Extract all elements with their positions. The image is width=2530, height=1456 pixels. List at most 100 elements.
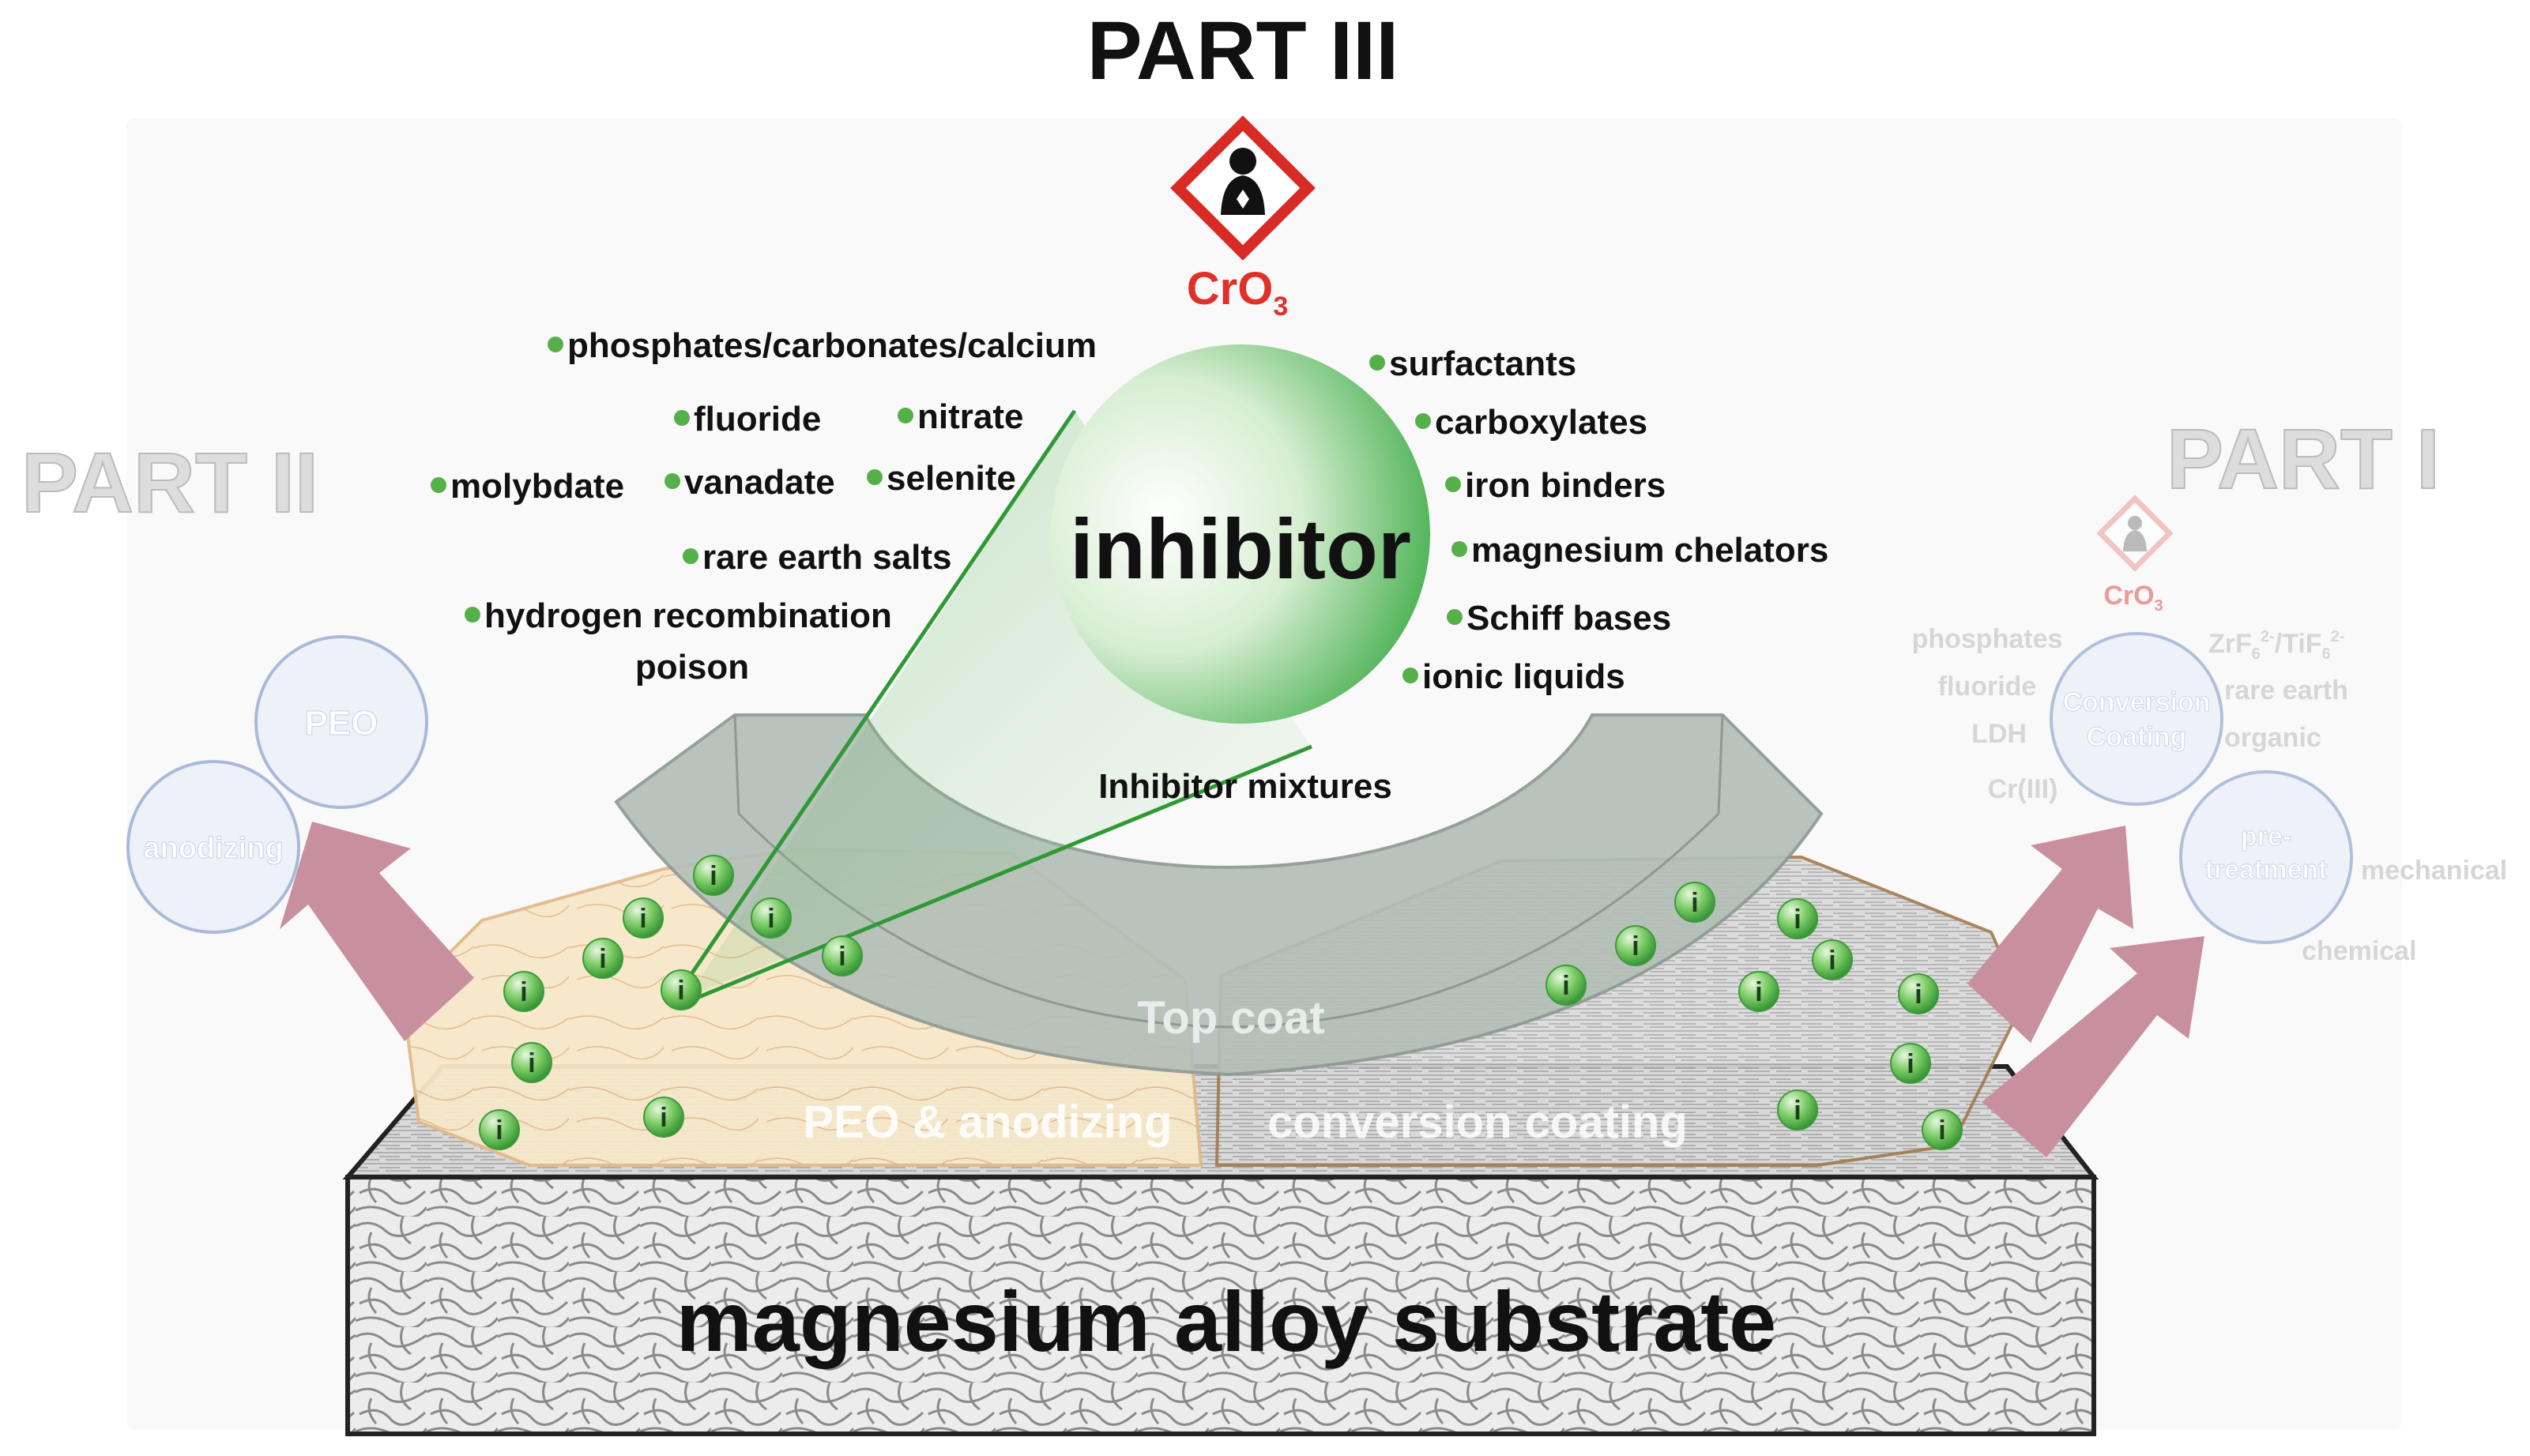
inhibitor-marker	[643, 1097, 684, 1138]
health-hazard-icon	[1170, 115, 1316, 261]
inhibitor-marker-label: i	[1691, 888, 1698, 918]
inhibitor-marker-label: i	[1938, 1116, 1945, 1146]
inhibitor-marker-label: i	[1755, 977, 1762, 1007]
inhibitor-marker	[822, 935, 863, 976]
inhibitor-sphere	[1051, 344, 1430, 724]
part-i-item-fluoride: fluoride	[1938, 672, 2037, 702]
beam-edge-lower	[683, 744, 1312, 1006]
anodizing-circle-label: anodizing	[143, 832, 283, 865]
inhibitor-marker-label: i	[528, 1048, 535, 1078]
inhibitor-marker	[582, 938, 623, 979]
inhibitor-item-carboxylates: carboxylates	[1435, 403, 1647, 442]
inhibitor-item-fluoride: fluoride	[694, 400, 821, 438]
inhibitor-item-rare-earth: rare earth salts	[702, 538, 952, 577]
bullet-dot	[674, 410, 690, 426]
part-iii-title: PART III	[1087, 5, 1399, 97]
part-i-faded-text: phosphates fluoride LDH Cr(III) ZrF62-/T…	[1912, 624, 2508, 966]
inhibitor-marker-label: i	[599, 944, 606, 974]
inhibitor-marker	[1545, 965, 1587, 1006]
part-ii-arrow	[280, 822, 474, 1041]
inhibitor-marker	[661, 969, 702, 1010]
inhibitor-marker-label: i	[1828, 946, 1835, 976]
pretreatment-circle	[2179, 770, 2353, 944]
part-i-item-ldh: LDH	[1971, 719, 2027, 749]
inhibitor-marker	[623, 897, 664, 939]
inhibitor-marker	[1890, 1043, 1931, 1084]
inhibitor-marker	[1777, 898, 1818, 939]
zrf-subscript: 6	[2252, 645, 2261, 663]
inhibitor-marker	[693, 855, 734, 896]
bullet-dot	[1451, 541, 1467, 557]
bullet-dot	[1415, 413, 1431, 429]
part-i-title: PART I	[2167, 411, 2440, 506]
peo-circle-label: PEO	[305, 704, 378, 743]
part-i-item-organic: organic	[2224, 723, 2321, 753]
inhibitor-marker-label: i	[520, 977, 527, 1007]
inhibitor-marker	[1674, 882, 1715, 923]
inhibitor-item-hydrogen: hydrogen recombination	[484, 596, 892, 635]
inhibitor-marker-label: i	[639, 904, 646, 934]
tif-text: /TiF	[2275, 629, 2322, 659]
inhibitor-marker	[1922, 1109, 1963, 1150]
zrf-superscript: 2-	[2261, 628, 2275, 645]
inhibitor-item-schiff-bases: Schiff bases	[1466, 599, 1671, 638]
inhibitor-marker	[1898, 973, 1939, 1014]
inhibitor-marker-label: i	[495, 1116, 503, 1146]
bullet-dot	[867, 469, 883, 485]
top-coat-label: Top coat	[1137, 992, 1324, 1044]
inhibitor-item-nitrate: nitrate	[917, 397, 1023, 436]
inhibitor-item-selenite: selenite	[887, 459, 1016, 498]
inhibitor-item-phosphates: phosphates/carbonates/calcium	[567, 326, 1097, 365]
part-i-item-mechanical: mechanical	[2361, 856, 2507, 886]
inhibitor-item-molybdate: molybdate	[450, 467, 624, 506]
tif-subscript: 6	[2322, 645, 2331, 663]
inhibitor-item-iron-binders: iron binders	[1465, 466, 1666, 505]
inhibitor-marker	[1615, 925, 1656, 966]
part-ii-circles: PEO anodizing	[126, 635, 428, 934]
conversion-circle-label-bottom: Coating	[2087, 722, 2187, 752]
inhibitor-marker-label: i	[1907, 1049, 1914, 1079]
inhibitor-mixtures-label: Inhibitor mixtures	[1098, 767, 1392, 806]
peo-anodizing-label: PEO & anodizing	[803, 1097, 1172, 1148]
inhibitor-marker	[1812, 939, 1853, 980]
cro3-right-formula: CrO	[2103, 581, 2154, 611]
inhibitor-marker-label: i	[1562, 971, 1569, 1001]
pretreatment-circle-label-bottom: treatment	[2205, 855, 2328, 885]
inhibitor-marker-label: i	[1632, 931, 1639, 961]
cro3-subscript: 3	[1273, 292, 1288, 322]
inhibitor-marker	[479, 1109, 520, 1150]
inhibitor-marker-label: i	[838, 942, 845, 972]
part-i-arrow-lower	[1982, 936, 2204, 1157]
bullet-dot	[431, 477, 446, 493]
inhibitor-item-vanadate: vanadate	[684, 463, 835, 502]
bullet-dot	[1369, 355, 1385, 371]
inhibitor-marker-label: i	[1794, 1096, 1801, 1126]
inhibitor-marker-label: i	[1794, 905, 1801, 935]
inhibitor-marker	[1777, 1089, 1818, 1131]
bullet-dot	[465, 607, 480, 623]
tif-superscript: 2-	[2331, 628, 2345, 645]
bullet-dot	[1447, 609, 1463, 625]
part-i-item-chemical: chemical	[2302, 936, 2417, 966]
inhibitor-item-ionic-liquids: ionic liquids	[1422, 657, 1625, 696]
peo-circle	[254, 635, 428, 809]
inhibitor-marker	[503, 971, 544, 1012]
inhibitor-marker-label: i	[1914, 980, 1922, 1010]
cro3-right-subscript: 3	[2155, 597, 2163, 615]
bullet-dot	[898, 408, 913, 423]
cro3-formula: CrO	[1187, 263, 1274, 314]
bullet-dot	[665, 473, 680, 489]
bullet-dot	[548, 337, 563, 352]
inhibitor-marker	[511, 1042, 552, 1083]
part-i-item-phosphates: phosphates	[1912, 624, 2063, 654]
health-hazard-faded-icon	[2096, 495, 2174, 572]
inorganic-inhibitor-list: phosphates/carbonates/calcium fluoride n…	[431, 326, 1097, 687]
inhibitor-marker-label: i	[767, 904, 774, 934]
inhibitor-item-poison: poison	[635, 648, 749, 687]
cro3-right-label: CrO3	[2103, 581, 2163, 615]
conversion-coating-label: conversion coating	[1267, 1097, 1688, 1148]
part-ii-title: PART II	[21, 435, 318, 530]
bullet-dot	[1445, 476, 1461, 492]
